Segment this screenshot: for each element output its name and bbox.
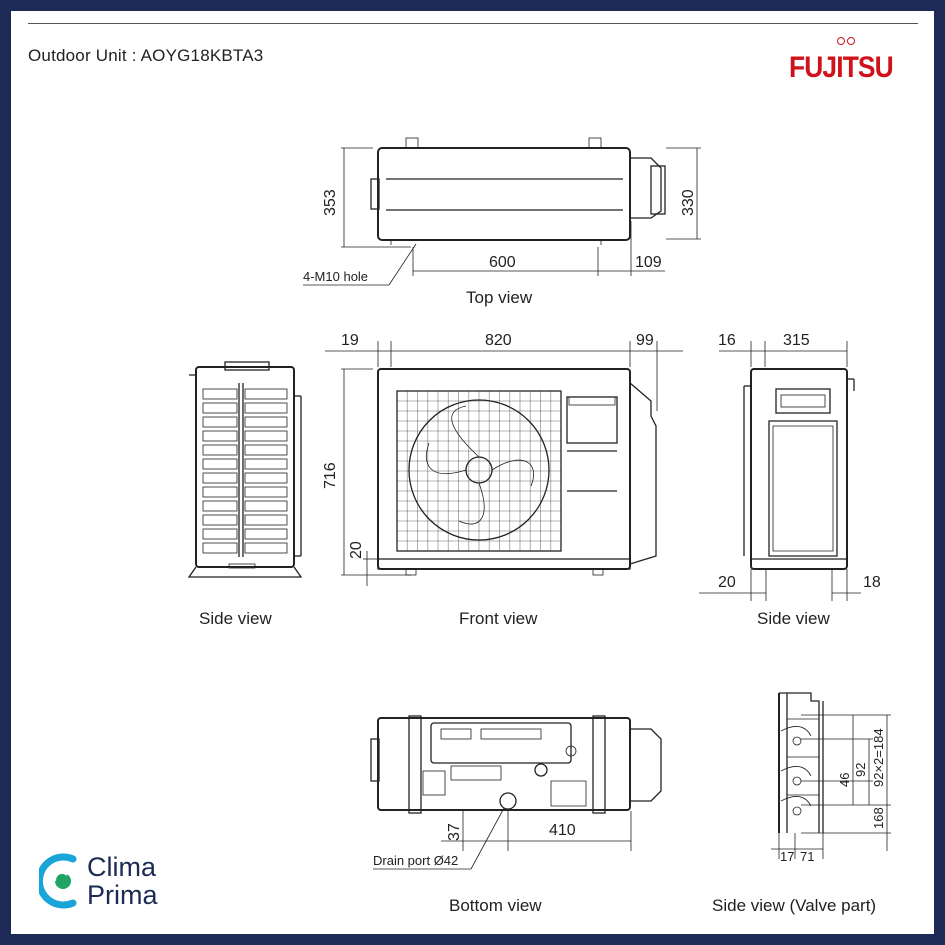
louver-slat <box>202 430 238 442</box>
dim-top-offset: 109 <box>635 254 662 271</box>
caption-side-view-valve: Side view (Valve part) <box>712 896 876 915</box>
louver-slat <box>244 500 288 512</box>
fujitsu-mark-right-icon <box>847 37 855 45</box>
dim-side-width: 315 <box>783 332 810 349</box>
dim-top-height-right: 330 <box>680 189 697 216</box>
caption-front-view: Front view <box>459 609 538 628</box>
dim-front-right: 99 <box>636 332 654 349</box>
louver-slat <box>202 458 238 470</box>
dim-valve-46: 46 <box>837 773 852 787</box>
louver-slat <box>244 416 288 428</box>
louver-slat <box>244 528 288 540</box>
dim-bottom-offset: 37 <box>446 823 463 841</box>
valve-side-view-drawing <box>771 692 891 859</box>
dim-top-height-left: 353 <box>322 189 339 216</box>
clima-word: Clima <box>87 852 157 882</box>
louver-slat <box>202 486 238 498</box>
fujitsu-logo: FUJITSU <box>789 51 894 84</box>
dim-front-height: 716 <box>322 462 339 489</box>
technical-drawing: 353 330 600 109 4-M10 hole Top view Side… <box>187 137 891 915</box>
bottom-view-drawing <box>370 715 662 870</box>
louver-slat <box>202 514 238 526</box>
louver-slat <box>244 444 288 456</box>
dim-valve-168: 168 <box>871 807 886 829</box>
header-rule <box>28 23 918 24</box>
dim-front-width: 820 <box>485 332 512 349</box>
dim-side-base-right: 18 <box>863 574 881 591</box>
prima-word: Prima <box>87 880 158 910</box>
louver-slat <box>202 402 238 414</box>
louver-slat <box>244 542 288 554</box>
louver-slat <box>202 472 238 484</box>
louver-slat <box>202 500 238 512</box>
mounting-hole-label: 4-M10 hole <box>303 269 368 284</box>
dim-valve-17: 17 <box>780 849 794 864</box>
spec-sheet: Outdoor Unit : AOYG18KBTA3 FUJITSU <box>11 11 934 934</box>
louver-slat <box>244 514 288 526</box>
louver-slat <box>244 458 288 470</box>
clima-prima-mark-icon <box>35 853 77 909</box>
side-view-right-drawing <box>699 341 861 601</box>
dim-valve-71: 71 <box>800 849 814 864</box>
clima-prima-wordmark: Clima Prima <box>87 853 158 909</box>
dim-front-base: 20 <box>348 541 365 559</box>
dim-front-left: 19 <box>341 332 359 349</box>
louver-slat <box>244 486 288 498</box>
louver-slat <box>244 472 288 484</box>
louver-slat <box>202 388 238 400</box>
dim-side-left: 16 <box>718 332 736 349</box>
drain-port-label: Drain port Ø42 <box>373 853 458 868</box>
louver-slat <box>244 388 288 400</box>
louver-slat <box>202 528 238 540</box>
caption-bottom-view: Bottom view <box>449 896 542 915</box>
caption-top-view: Top view <box>466 288 533 307</box>
fujitsu-mark-left-icon <box>837 37 845 45</box>
side-view-left-drawing <box>187 361 303 578</box>
dim-valve-184: 92×2=184 <box>871 728 886 787</box>
louver-slat <box>202 444 238 456</box>
dim-bottom-width: 410 <box>549 822 576 839</box>
dim-top-width: 600 <box>489 254 516 271</box>
louver-slat <box>202 416 238 428</box>
louver-slat <box>244 430 288 442</box>
model-title: Outdoor Unit : AOYG18KBTA3 <box>28 46 264 65</box>
dim-side-base-left: 20 <box>718 574 736 591</box>
dim-valve-92: 92 <box>853 763 868 777</box>
louver-slat <box>244 402 288 414</box>
front-view-drawing <box>325 341 683 586</box>
louver-slat <box>202 542 238 554</box>
top-view-drawing <box>303 137 701 286</box>
clima-prima-logo: Clima Prima <box>35 851 158 916</box>
caption-side-view-right: Side view <box>757 609 830 628</box>
caption-side-view-left: Side view <box>199 609 272 628</box>
